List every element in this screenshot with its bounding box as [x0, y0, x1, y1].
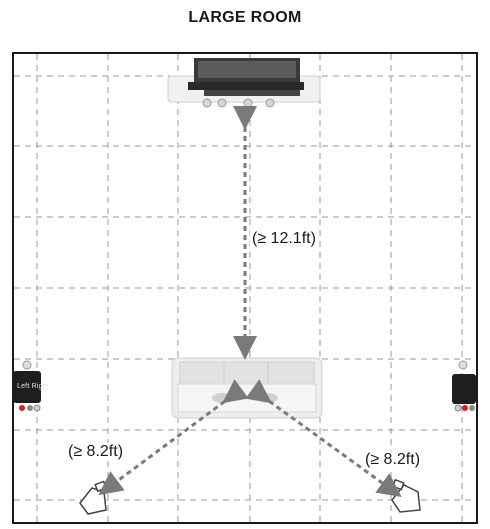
rear-right-speaker [391, 478, 421, 513]
room-outline [12, 52, 478, 524]
right-speaker [452, 360, 476, 412]
distance-arrows [98, 106, 402, 498]
left-speaker-label: Left Right [17, 383, 49, 390]
front-distance-label: (≥ 12.1ft) [250, 230, 318, 248]
tv-soundbar [167, 58, 321, 108]
page-title: LARGE ROOM [188, 9, 302, 26]
sofa [171, 357, 323, 419]
rear-right-distance-label: (≥ 8.2ft) [363, 451, 423, 469]
rear-left-distance-label: (≥ 8.2ft) [66, 443, 126, 461]
left-speaker [13, 360, 41, 412]
rear-left-speaker [79, 480, 108, 515]
